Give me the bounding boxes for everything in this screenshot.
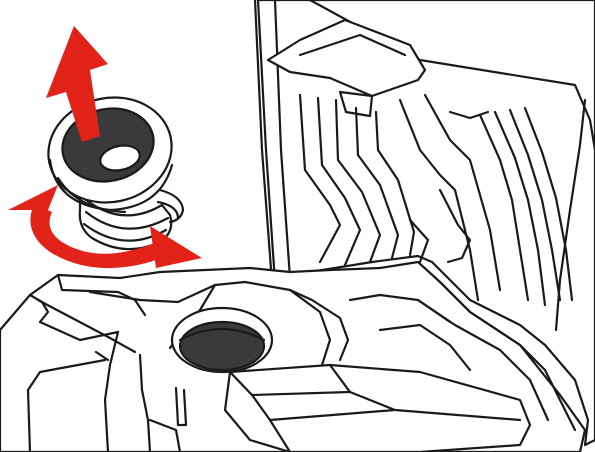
filler-cap	[39, 86, 183, 249]
fill-opening	[172, 308, 272, 372]
